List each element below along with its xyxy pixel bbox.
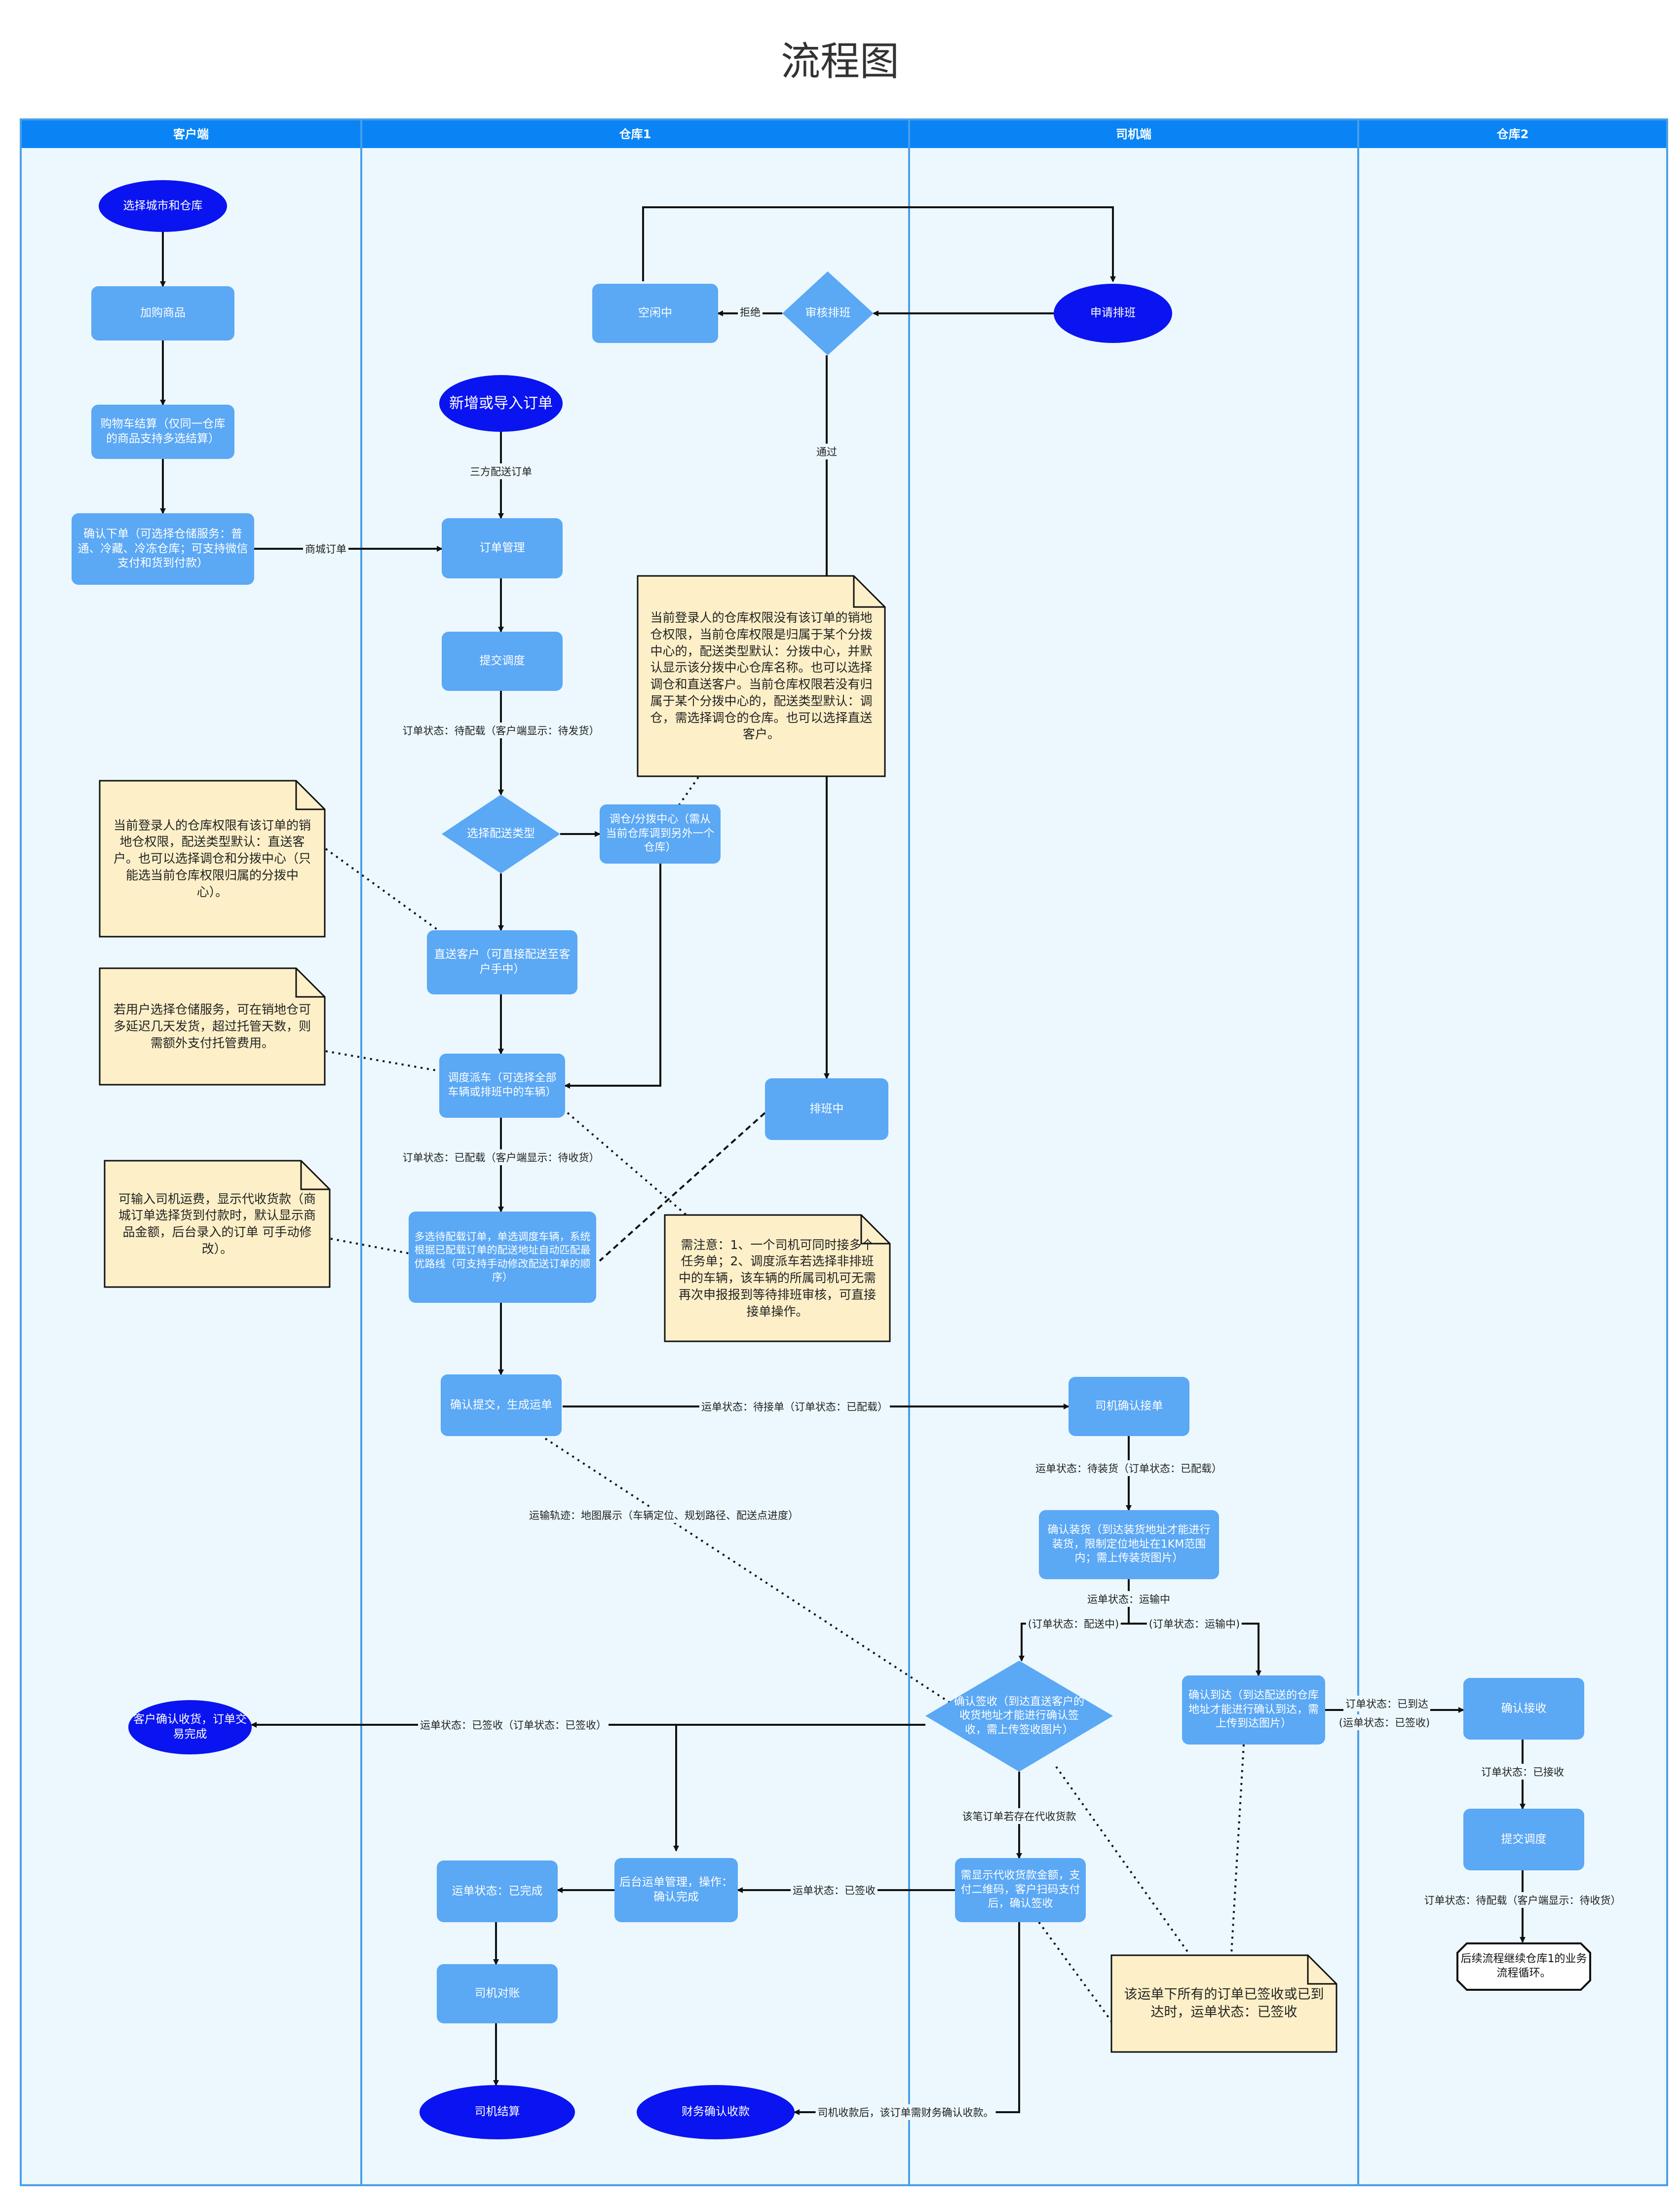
node-order-mgmt[interactable]: 订单管理 <box>442 518 563 578</box>
label-arrived-2: (运单状态：已签收) <box>1336 1714 1432 1730</box>
label-status-pending-dispatch-2: 订单状态：待配载（客户端显示：待收货） <box>1422 1892 1623 1908</box>
label-run-signed-order-signed: 运单状态：已签收（订单状态：已签收） <box>418 1717 609 1733</box>
node-add-cart[interactable]: 加购商品 <box>91 286 234 341</box>
note-shape <box>664 1214 891 1342</box>
lane-header-warehouse1: 仓库1 <box>362 120 908 148</box>
node-driver-settle[interactable]: 司机结算 <box>420 2085 575 2139</box>
node-run-complete[interactable]: 运单状态：已完成 <box>437 1860 558 1922</box>
label-run-pending-load: 运单状态：待装货（订单状态：已配载） <box>1033 1460 1224 1476</box>
node-transfer[interactable]: 调仓/分拨中心（需从当前仓库调到另外一个仓库） <box>600 804 721 864</box>
lane-customer: 客户端 <box>20 118 362 2186</box>
node-confirm-arrive[interactable]: 确认到达（到达配送的仓库地址才能进行确认到达，需上传到达图片） <box>1182 1675 1325 1745</box>
label-order-in-transit: (订单状态：运输中) <box>1146 1616 1242 1632</box>
node-confirm-loading[interactable]: 确认装货（到达装货地址才能进行装货，限制定位地址在1KM范围内；需上传装货图片） <box>1039 1510 1219 1579</box>
node-direct[interactable]: 直送客户（可直接配送至客户手中） <box>427 930 577 994</box>
note-shape <box>637 575 886 777</box>
node-driver-accept[interactable]: 司机确认接单 <box>1069 1377 1189 1436</box>
lane-driver: 司机端 <box>908 118 1359 2186</box>
lane-header-driver: 司机端 <box>910 120 1357 148</box>
node-show-cod[interactable]: 需显示代收货款金额，支付二维码，客户扫码支付后，确认签收 <box>955 1858 1086 1922</box>
diamond-shape <box>782 271 874 355</box>
label-run-in-transit: 运单状态：运输中 <box>1085 1591 1172 1607</box>
node-customer-receive[interactable]: 客户确认收货，订单交易完成 <box>128 1700 252 1754</box>
label-mall-order: 商城订单 <box>303 541 348 557</box>
note-4: 可输入司机运费，显示代收货款（商城订单选择货到付款时，默认显示商品金额，后台录入… <box>104 1160 331 1288</box>
label-cod-exists: 该笔订单若存在代收货款 <box>960 1808 1078 1824</box>
note-1: 当前登录人的仓库权限没有该订单的销地仓权限，当前仓库权限是归属于某个分拨中心的，… <box>637 575 886 777</box>
note-shape <box>99 780 326 938</box>
label-pass: 通过 <box>814 444 839 459</box>
label-status-loaded: 订单状态：已配载（客户端显示：待收货） <box>400 1149 602 1165</box>
node-dispatch-car[interactable]: 调度派车（可选择全部车辆或排班中的车辆） <box>439 1054 565 1118</box>
node-finance-confirm[interactable]: 财务确认收款 <box>637 2085 795 2139</box>
node-cart-checkout[interactable]: 购物车结算（仅同一仓库的商品支持多选结算） <box>91 405 234 459</box>
page-title: 流程图 <box>781 38 899 84</box>
note-2: 当前登录人的仓库权限有该订单的销地仓权限，配送类型默认：直送客户。也可以选择调仓… <box>99 780 326 938</box>
node-subsequent[interactable]: 后续流程继续仓库1的业务流程循环。 <box>1456 1942 1592 1991</box>
node-submit-dispatch-1[interactable]: 提交调度 <box>442 632 563 691</box>
note-3: 若用户选择仓储服务，可在销地仓可多延迟几天发货，超过托管天数，则需额外支付托管费… <box>99 967 326 1086</box>
node-review-shift-label: 审核排班 <box>805 306 851 320</box>
label-status-pending-dispatch: 订单状态：待配载（客户端显示：待发货） <box>400 722 602 738</box>
diamond-shape <box>442 795 560 873</box>
node-scheduled[interactable]: 排班中 <box>765 1078 888 1140</box>
node-idle[interactable]: 空闲中 <box>592 284 718 343</box>
lane-header-customer: 客户端 <box>22 120 360 148</box>
node-choose-type-label: 选择配送类型 <box>467 827 535 840</box>
node-subsequent-label: 后续流程继续仓库1的业务流程循环。 <box>1460 1953 1587 1979</box>
lane-header-warehouse2: 仓库2 <box>1359 120 1666 148</box>
node-select-city[interactable]: 选择城市和仓库 <box>99 180 227 232</box>
label-run-signed: 运单状态：已签收 <box>791 1882 878 1898</box>
node-review-shift[interactable]: 审核排班 <box>782 271 874 355</box>
node-confirm-receive[interactable]: 确认接收 <box>1463 1678 1584 1740</box>
label-received: 订单状态：已接收 <box>1479 1764 1566 1780</box>
node-backend-mgmt[interactable]: 后台运单管理，操作：确认完成 <box>614 1858 738 1922</box>
terminal-shape <box>1456 1942 1591 1991</box>
node-confirm-sign-label: 确认签收（到达直送客户的收货地址才能进行确认签收，需上传签收图片） <box>954 1695 1084 1736</box>
diamond-shape <box>925 1661 1113 1772</box>
node-choose-type[interactable]: 选择配送类型 <box>442 795 560 873</box>
node-submit-dispatch-2[interactable]: 提交调度 <box>1463 1809 1584 1870</box>
label-third-party: 三方配送订单 <box>468 463 534 479</box>
label-reject: 拒绝 <box>738 304 763 320</box>
node-apply-shift[interactable]: 申请排班 <box>1054 284 1172 343</box>
label-order-delivering: (订单状态：配送中) <box>1026 1616 1121 1632</box>
node-driver-reconcile[interactable]: 司机对账 <box>437 1964 558 2023</box>
node-new-order[interactable]: 新增或导入订单 <box>439 375 563 432</box>
node-multi-select[interactable]: 多选待配载订单，单选调度车辆，系统根据已配载订单的配送地址自动匹配最优路线（可支… <box>409 1212 596 1303</box>
node-confirm-order[interactable]: 确认下单（可选择仓储服务：普通、冷藏、冷冻仓库；可支持微信支付和货到付款） <box>72 513 254 585</box>
note-shape <box>104 1160 331 1288</box>
label-track: 运输轨迹：地图展示（车辆定位、规划路径、配送点进度） <box>527 1507 801 1523</box>
label-driver-paid: 司机收款后，该订单需财务确认收款。 <box>815 2104 996 2120</box>
note-5: 需注意：1、一个司机可同时接多个任务单；2、调度派车若选择非排班中的车辆，该车辆… <box>664 1214 891 1342</box>
node-confirm-submit[interactable]: 确认提交，生成运单 <box>441 1374 562 1436</box>
note-6: 该运单下所有的订单已签收或已到达时，运单状态：已签收 <box>1110 1954 1337 2053</box>
note-shape <box>99 967 326 1086</box>
label-arrived-1: 订单状态：已到达 <box>1343 1696 1430 1711</box>
node-confirm-sign[interactable]: 确认签收（到达直送客户的收货地址才能进行确认签收，需上传签收图片） <box>925 1661 1113 1772</box>
note-shape <box>1110 1954 1337 2053</box>
label-run-pending-accept: 运单状态：待接单（订单状态：已配载） <box>699 1399 890 1414</box>
